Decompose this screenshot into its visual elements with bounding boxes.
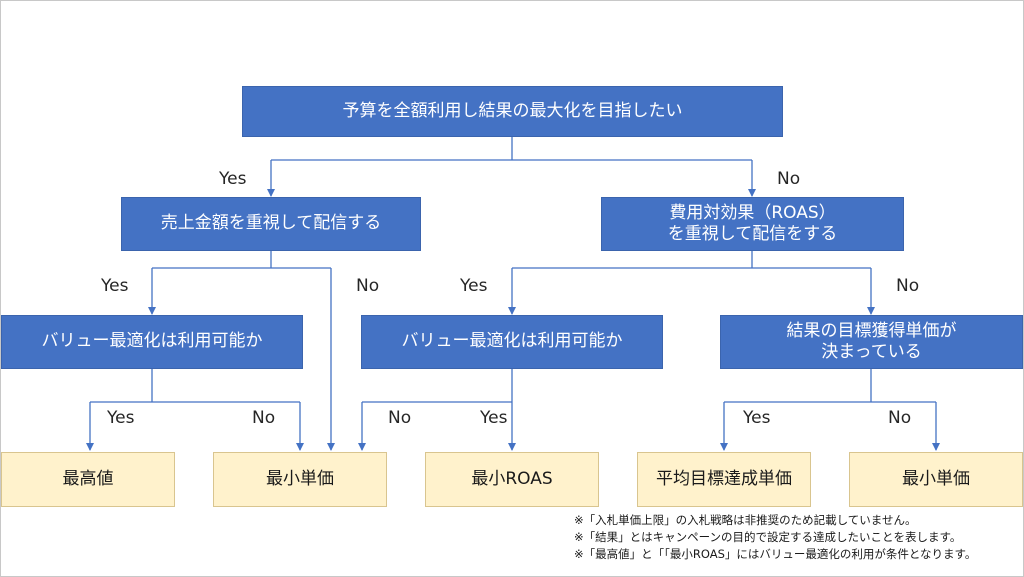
label-no-sales: No: [356, 276, 380, 296]
label-yes-mid: Yes: [480, 408, 508, 428]
leaf-lowest-cost-2: 最小単価: [849, 452, 1023, 507]
leaf-average-target-cost: 平均目標達成単価: [637, 452, 811, 507]
label-yes-roas: Yes: [460, 276, 488, 296]
label-yes-right: Yes: [743, 408, 771, 428]
label-no-left: No: [252, 408, 276, 428]
leaf-lowest-cost-1: 最小単価: [213, 452, 387, 507]
footnote-2: ※「結果」とはキャンペーンの目的で設定する達成したいことを表します。: [574, 530, 962, 544]
label-no-root: No: [777, 169, 801, 189]
value-optimization-left-node: バリュー最適化は利用可能か: [1, 315, 303, 369]
label-yes-left: Yes: [107, 408, 135, 428]
footnotes: ※「入札単価上限」の入札戦略は非推奨のため記載していません。 ※「結果」とはキャ…: [574, 512, 976, 563]
leaf-highest-value: 最高値: [1, 452, 175, 507]
target-cpa-node: 結果の目標獲得単価が 決まっている: [720, 315, 1023, 369]
label-no-roas: No: [896, 276, 920, 296]
footnote-3: ※「最高値」と「「最小ROAS」にはバリュー最適化の利用が条件となります。: [574, 547, 977, 561]
sales-focus-node: 売上金額を重視して配信する: [121, 197, 421, 251]
leaf-min-roas: 最小ROAS: [425, 452, 599, 507]
label-no-mid: No: [388, 408, 412, 428]
label-yes-sales: Yes: [101, 276, 129, 296]
label-no-right: No: [888, 408, 912, 428]
root-decision: 予算を全額利用し結果の最大化を目指したい: [242, 86, 783, 137]
footnote-1: ※「入札単価上限」の入札戦略は非推奨のため記載していません。: [574, 513, 917, 527]
label-yes-root: Yes: [219, 169, 247, 189]
roas-focus-node: 費用対効果（ROAS） を重視して配信をする: [601, 197, 904, 251]
value-optimization-mid-node: バリュー最適化は利用可能か: [361, 315, 663, 369]
